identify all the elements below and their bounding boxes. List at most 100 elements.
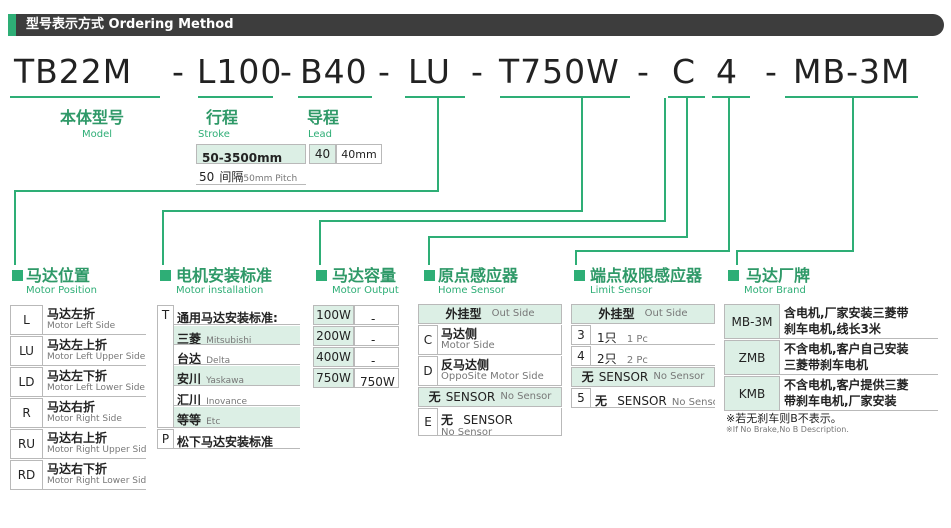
- table-row-code: L: [10, 305, 43, 335]
- section-square-icon: [574, 270, 585, 281]
- none-cn: 无: [581, 370, 594, 384]
- table-row: 无 SENSOR No Sensor: [591, 388, 715, 408]
- code-dash: -: [378, 52, 391, 91]
- code-dash: -: [172, 52, 185, 91]
- table-row: 1只 1 Pc: [591, 325, 715, 345]
- output-code: 100W: [316, 308, 351, 322]
- list-item: 安川 Yaskawa: [174, 366, 300, 386]
- no-sensor-header: 无 SENSOR No Sensor: [571, 367, 715, 387]
- connector: [162, 210, 164, 265]
- output-value: -: [371, 312, 376, 325]
- five-code: 5: [577, 391, 585, 405]
- e-cn: 无: [441, 413, 454, 427]
- out-cn: 外挂型: [598, 307, 635, 321]
- connector: [852, 98, 854, 252]
- motor-position-title: 马达位置: [26, 266, 91, 285]
- underline: [500, 96, 630, 98]
- table-row: 不含电机,客户提供三菱带刹车电机,厂家安装: [780, 376, 938, 411]
- lead-code: 40: [314, 147, 331, 161]
- none-en2: No Sensor: [500, 391, 552, 402]
- motor-brand-subtitle: Motor Brand: [744, 285, 806, 296]
- connector: [14, 190, 439, 192]
- connector: [728, 98, 730, 252]
- table-row-code: 5: [571, 388, 591, 408]
- underline: [668, 96, 705, 98]
- out-side-header: 外挂型 Out Side: [418, 304, 562, 324]
- home-sensor-title: 原点感应器: [438, 266, 519, 285]
- row-code: R: [22, 406, 31, 420]
- underline: [712, 96, 750, 98]
- d-en: OppoSite Motor Side: [441, 371, 544, 382]
- row-label: 马达右折: [47, 400, 96, 414]
- code-home: C: [672, 52, 697, 91]
- row-label: 马达右上折: [47, 431, 108, 445]
- brand-code: KMB: [738, 386, 766, 401]
- table-row: -: [354, 347, 399, 367]
- c-code: C: [423, 333, 433, 347]
- brand-desc-line1: 不含电机,客户提供三菱: [784, 378, 909, 392]
- p-code-cell: P: [157, 429, 174, 449]
- brand-cn: 汇川: [177, 393, 202, 406]
- out-en: Out Side: [644, 308, 688, 319]
- list-item: 三菱 Mitsubishi: [174, 326, 300, 345]
- e-en1: SENSOR: [463, 413, 513, 427]
- brake-note-en: ※If No Brake,No B Description.: [726, 425, 849, 434]
- code-dash: -: [280, 52, 293, 91]
- table-row-code: MB-3M: [724, 304, 780, 339]
- motor-install-subtitle: Motor installation: [176, 285, 264, 296]
- table-row-code: ZMB: [724, 340, 780, 375]
- t-code-cell: T: [157, 305, 174, 428]
- table-row-code: RD: [10, 460, 43, 490]
- row-code: L: [23, 313, 30, 327]
- output-code: 200W: [316, 329, 351, 343]
- p-label-cell: 松下马达安装标准: [174, 429, 300, 449]
- limit-code: 3: [577, 328, 585, 342]
- code-motor-pos: LU: [408, 52, 451, 91]
- no-sensor-header: 无 SENSOR No Sensor: [418, 387, 562, 407]
- table-row: 含电机,厂家安装三菱带刹车电机,线长3米: [780, 304, 938, 339]
- t-code: T: [161, 308, 170, 322]
- row-code: RU: [17, 437, 36, 451]
- connector: [428, 236, 430, 265]
- row-sublabel: Motor Left Lower Side: [47, 383, 145, 393]
- row-sublabel: Motor Left Upper Side: [47, 352, 146, 362]
- code-limit: 4: [716, 52, 738, 91]
- table-row-code: C: [418, 325, 438, 355]
- table-row: -: [354, 326, 399, 346]
- connector: [319, 220, 666, 222]
- code-lead: B40: [300, 52, 368, 91]
- lead-title: 导程: [307, 108, 340, 127]
- connector: [575, 250, 577, 265]
- five-en2: No Sensor: [671, 397, 715, 408]
- stroke-interval-cn: 间隔: [219, 170, 244, 184]
- none-en2: No Sensor: [653, 371, 705, 382]
- connector: [319, 220, 321, 265]
- stroke-range: 50-3500mm: [202, 151, 283, 164]
- brand-en: Yaskawa: [206, 376, 245, 386]
- header-accent: [8, 14, 16, 36]
- model-subtitle: Model: [82, 129, 113, 140]
- out-cn: 外挂型: [445, 307, 482, 321]
- brand-en: Inovance: [206, 397, 248, 406]
- brand-cn: 三菱: [177, 332, 202, 345]
- connector: [162, 210, 583, 212]
- none-en1: SENSOR: [598, 370, 649, 384]
- row-label: 马达右下折: [47, 462, 108, 476]
- motor-position-subtitle: Motor Position: [26, 285, 98, 296]
- table-row: 750W: [354, 368, 399, 388]
- table-row-code: D: [418, 356, 438, 386]
- brand-desc-line2: 带刹车电机,厂家安装: [784, 394, 897, 408]
- connector: [428, 236, 688, 238]
- code-dash: -: [637, 52, 650, 91]
- row-code: LU: [19, 344, 34, 358]
- limit-en: 2 Pc: [626, 355, 648, 366]
- table-row-code: LU: [10, 336, 43, 366]
- limit-cn: 1只: [597, 331, 617, 345]
- row-sublabel: Motor Right Upper Side: [47, 445, 146, 455]
- table-row: -: [354, 305, 399, 325]
